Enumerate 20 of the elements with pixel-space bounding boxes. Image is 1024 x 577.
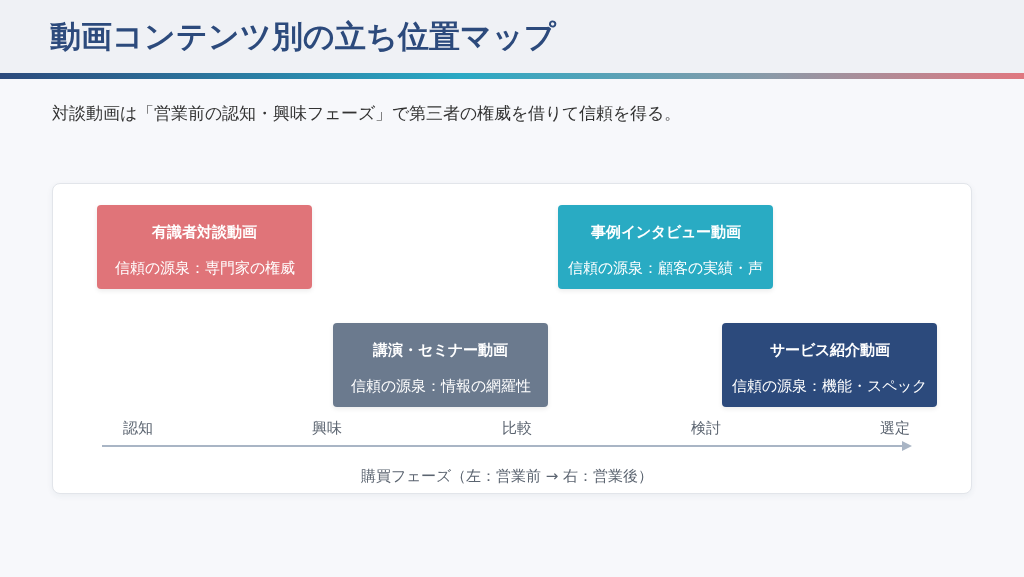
card-description: 信頼の源泉：専門家の権威	[114, 258, 295, 278]
content-card	[97, 205, 312, 289]
phase-label: 検討	[691, 418, 721, 439]
phase-label: 興味	[312, 418, 342, 439]
content-card	[558, 205, 773, 289]
content-card	[333, 323, 548, 407]
content-card	[722, 323, 937, 407]
phase-label: 認知	[123, 418, 153, 439]
phase-label: 比較	[502, 418, 532, 439]
card-title: 講演・セミナー動画	[373, 340, 508, 360]
card-title: 事例インタビュー動画	[590, 222, 741, 242]
card-title: 有識者対談動画	[152, 222, 257, 242]
axis-title: 購買フェーズ（左：営業前 → 右：営業後）	[360, 466, 654, 487]
card-description: 信頼の源泉：情報の網羅性	[350, 376, 531, 396]
card-description: 信頼の源泉：顧客の実績・声	[568, 258, 763, 278]
phase-label: 選定	[880, 418, 910, 439]
card-description: 信頼の源泉：機能・スペック	[732, 376, 927, 396]
card-title: サービス紹介動画	[769, 340, 890, 360]
subtitle: 対談動画は「営業前の認知・興味フェーズ」で第三者の権威を借りて信頼を得る。	[52, 102, 681, 124]
page-title: 動画コンテンツ別の立ち位置マップ	[50, 17, 556, 56]
